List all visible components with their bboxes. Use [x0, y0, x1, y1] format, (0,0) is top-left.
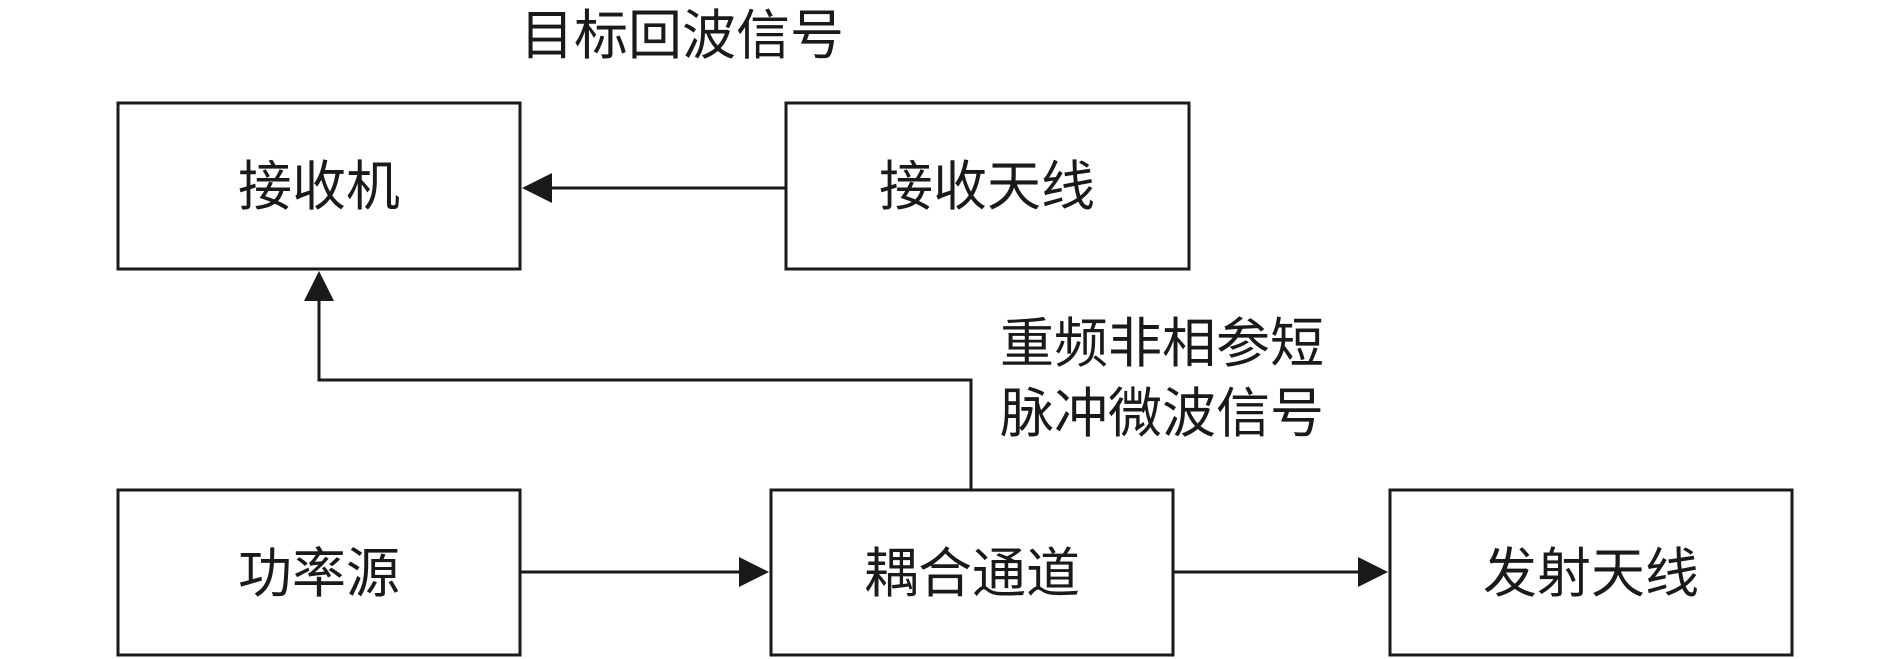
edge-coupling-to-transmit: [1173, 557, 1388, 587]
receiver-node: 接收机: [116, 101, 522, 271]
edge-receive-antenna-to-receiver: [522, 173, 786, 203]
arrowhead: [522, 173, 552, 203]
coupling-channel-node: 耦合通道: [769, 488, 1175, 657]
receiver-box: [116, 101, 522, 271]
power-source-box: [116, 488, 522, 657]
power-source-node: 功率源: [116, 488, 522, 657]
transmit-antenna-node: 发射天线: [1388, 488, 1794, 657]
receive-antenna-box: [784, 101, 1191, 271]
receive-antenna-node: 接收天线: [784, 101, 1191, 271]
receiver-label: 接收机: [238, 155, 400, 218]
power-source-label: 功率源: [238, 542, 400, 605]
reference-signal-label-line2: 脉冲微波信号: [1000, 382, 1324, 445]
receive-antenna-label: 接收天线: [879, 155, 1095, 218]
arrowhead: [304, 271, 334, 301]
reference-signal-label-line1: 重频非相参短: [1000, 312, 1324, 375]
edge-power-to-coupling: [520, 557, 769, 587]
coupling-channel-label: 耦合通道: [864, 542, 1080, 605]
transmit-antenna-label: 发射天线: [1483, 542, 1699, 605]
edge-line: [317, 298, 973, 490]
arrowhead: [1358, 557, 1388, 587]
transmit-antenna-box: [1388, 488, 1794, 657]
arrowhead: [739, 557, 769, 587]
edge-coupling-to-receiver: [304, 271, 973, 490]
target-echo-label: 目标回波信号: [520, 4, 844, 67]
